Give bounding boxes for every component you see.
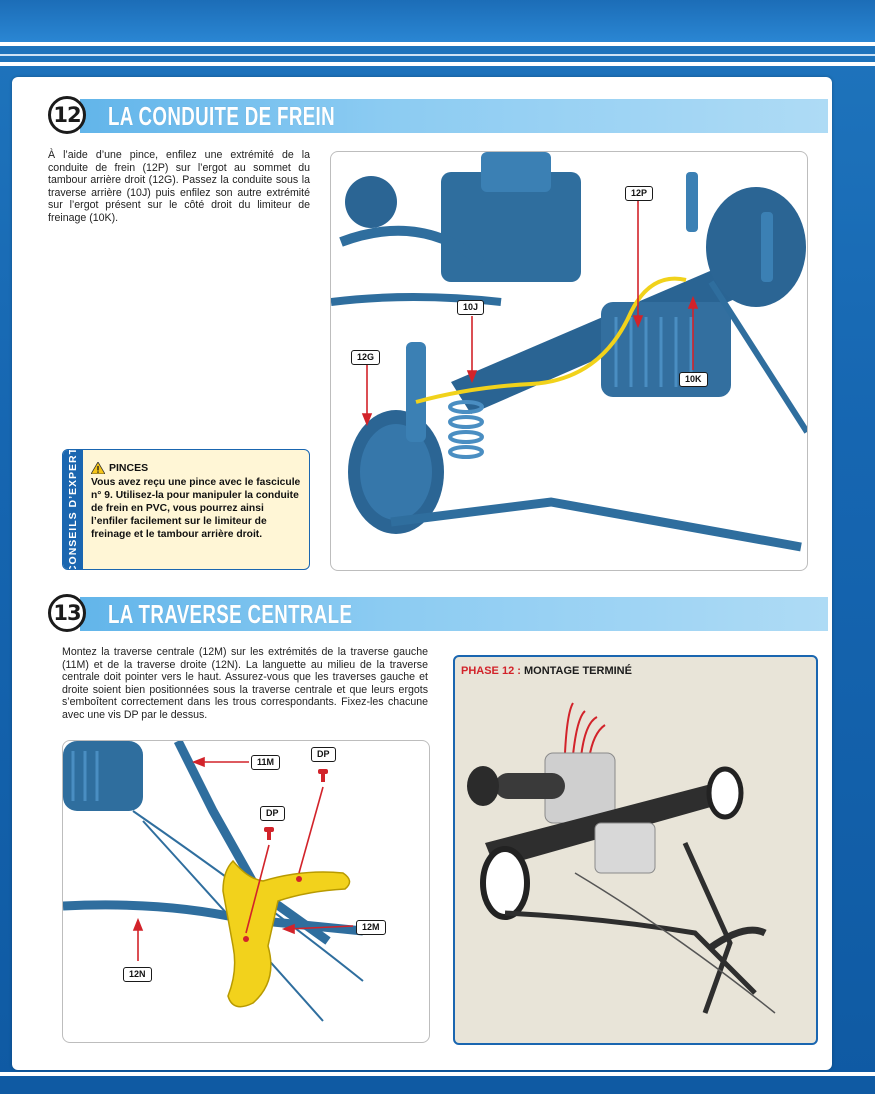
left-wheel: [480, 846, 530, 920]
phase-final-panel: PHASE 12 : MONTAGE TERMINÉ: [453, 655, 818, 1045]
step-13-instructions: Montez la traverse centrale (12M) sur le…: [62, 646, 428, 721]
step-12-title: LA CONDUITE DE FREIN: [108, 101, 335, 131]
tip-side-label: CONSEILS D’EXPERT: [67, 449, 79, 570]
step-12-number: 12: [48, 96, 86, 134]
label-12N: 12N: [123, 967, 152, 982]
central-crossmember-12M: [222, 859, 351, 1008]
step-12-illustration: 12P 10J 12G 10K: [330, 151, 808, 571]
tip-side-strip: CONSEILS D’EXPERT: [63, 450, 83, 569]
brake-line: [415, 276, 687, 404]
gearbox-silver: [594, 822, 656, 874]
phase-caption: MONTAGE TERMINÉ: [523, 665, 632, 677]
completed-model-render: [467, 702, 776, 1014]
exhaust-pipe: [339, 225, 485, 266]
left-crossmember-11M: [173, 741, 331, 945]
right-wheel: [706, 766, 744, 820]
right-brake-drum: [706, 187, 806, 307]
rear-axle-assembly-diagram: [331, 152, 807, 552]
left-shock-absorber: [406, 342, 426, 442]
expert-tip-box: CONSEILS D’EXPERT PINCES Vous avez reçu …: [62, 449, 310, 570]
phase-title: PHASE 12 : MONTAGE TERMINÉ: [461, 665, 632, 677]
gearbox: [601, 302, 731, 397]
step-12-header: 12 LA CONDUITE DE FREIN: [48, 96, 828, 134]
frame-rail: [331, 293, 502, 306]
tip-title: PINCES: [109, 462, 149, 474]
right-shock: [686, 172, 698, 232]
warning-icon: [91, 462, 105, 474]
step-12-title-bar: [80, 99, 828, 133]
step-13-header: 13 LA TRAVERSE CENTRALE: [48, 594, 828, 632]
step-13-number: 13: [48, 594, 86, 632]
cylinder-head: [481, 152, 551, 192]
top-stripe-2: [0, 62, 875, 66]
step-13-title: LA TRAVERSE CENTRALE: [108, 599, 353, 629]
bottom-stripe: [0, 1072, 875, 1076]
flywheel: [345, 176, 397, 228]
screw-dp-left: [264, 827, 274, 840]
central-crossmember-diagram: [63, 741, 364, 1022]
step-13-illustration: 11M DP DP 12M 12N: [62, 740, 430, 1043]
label-12M: 12M: [356, 920, 386, 935]
label-12G: 12G: [351, 350, 381, 365]
screw-dp-right: [318, 769, 328, 782]
leader-lines: [361, 200, 699, 427]
suspension-rod: [390, 497, 802, 552]
page-sheet: 12 LA CONDUITE DE FREIN À l’aide d’une p…: [12, 77, 832, 1070]
bottom-banner: [0, 1078, 875, 1094]
label-11M: 11M: [251, 755, 281, 770]
leader-lines-13: [132, 756, 354, 961]
right-spring: [761, 212, 773, 282]
label-dp-right: DP: [311, 747, 336, 762]
step-12-instructions: À l’aide d’une pince, enfilez une extrém…: [48, 149, 310, 224]
step-13-title-bar: [80, 597, 828, 631]
top-stripe: [0, 42, 875, 46]
top-stripe-thin: [0, 54, 875, 56]
gearbox-corner: [63, 741, 143, 811]
label-12P: 12P: [625, 186, 654, 201]
frame-rod: [708, 280, 807, 434]
tip-text: Vous avez reçu une pince avec le fascicu…: [91, 477, 301, 540]
phase-label: PHASE 12 :: [461, 665, 521, 677]
exhaust-black: [495, 773, 565, 799]
left-coil-spring: [448, 400, 484, 459]
label-10K: 10K: [679, 372, 708, 387]
label-dp-left: DP: [260, 806, 285, 821]
label-10J: 10J: [457, 300, 485, 315]
top-banner: [0, 0, 875, 42]
